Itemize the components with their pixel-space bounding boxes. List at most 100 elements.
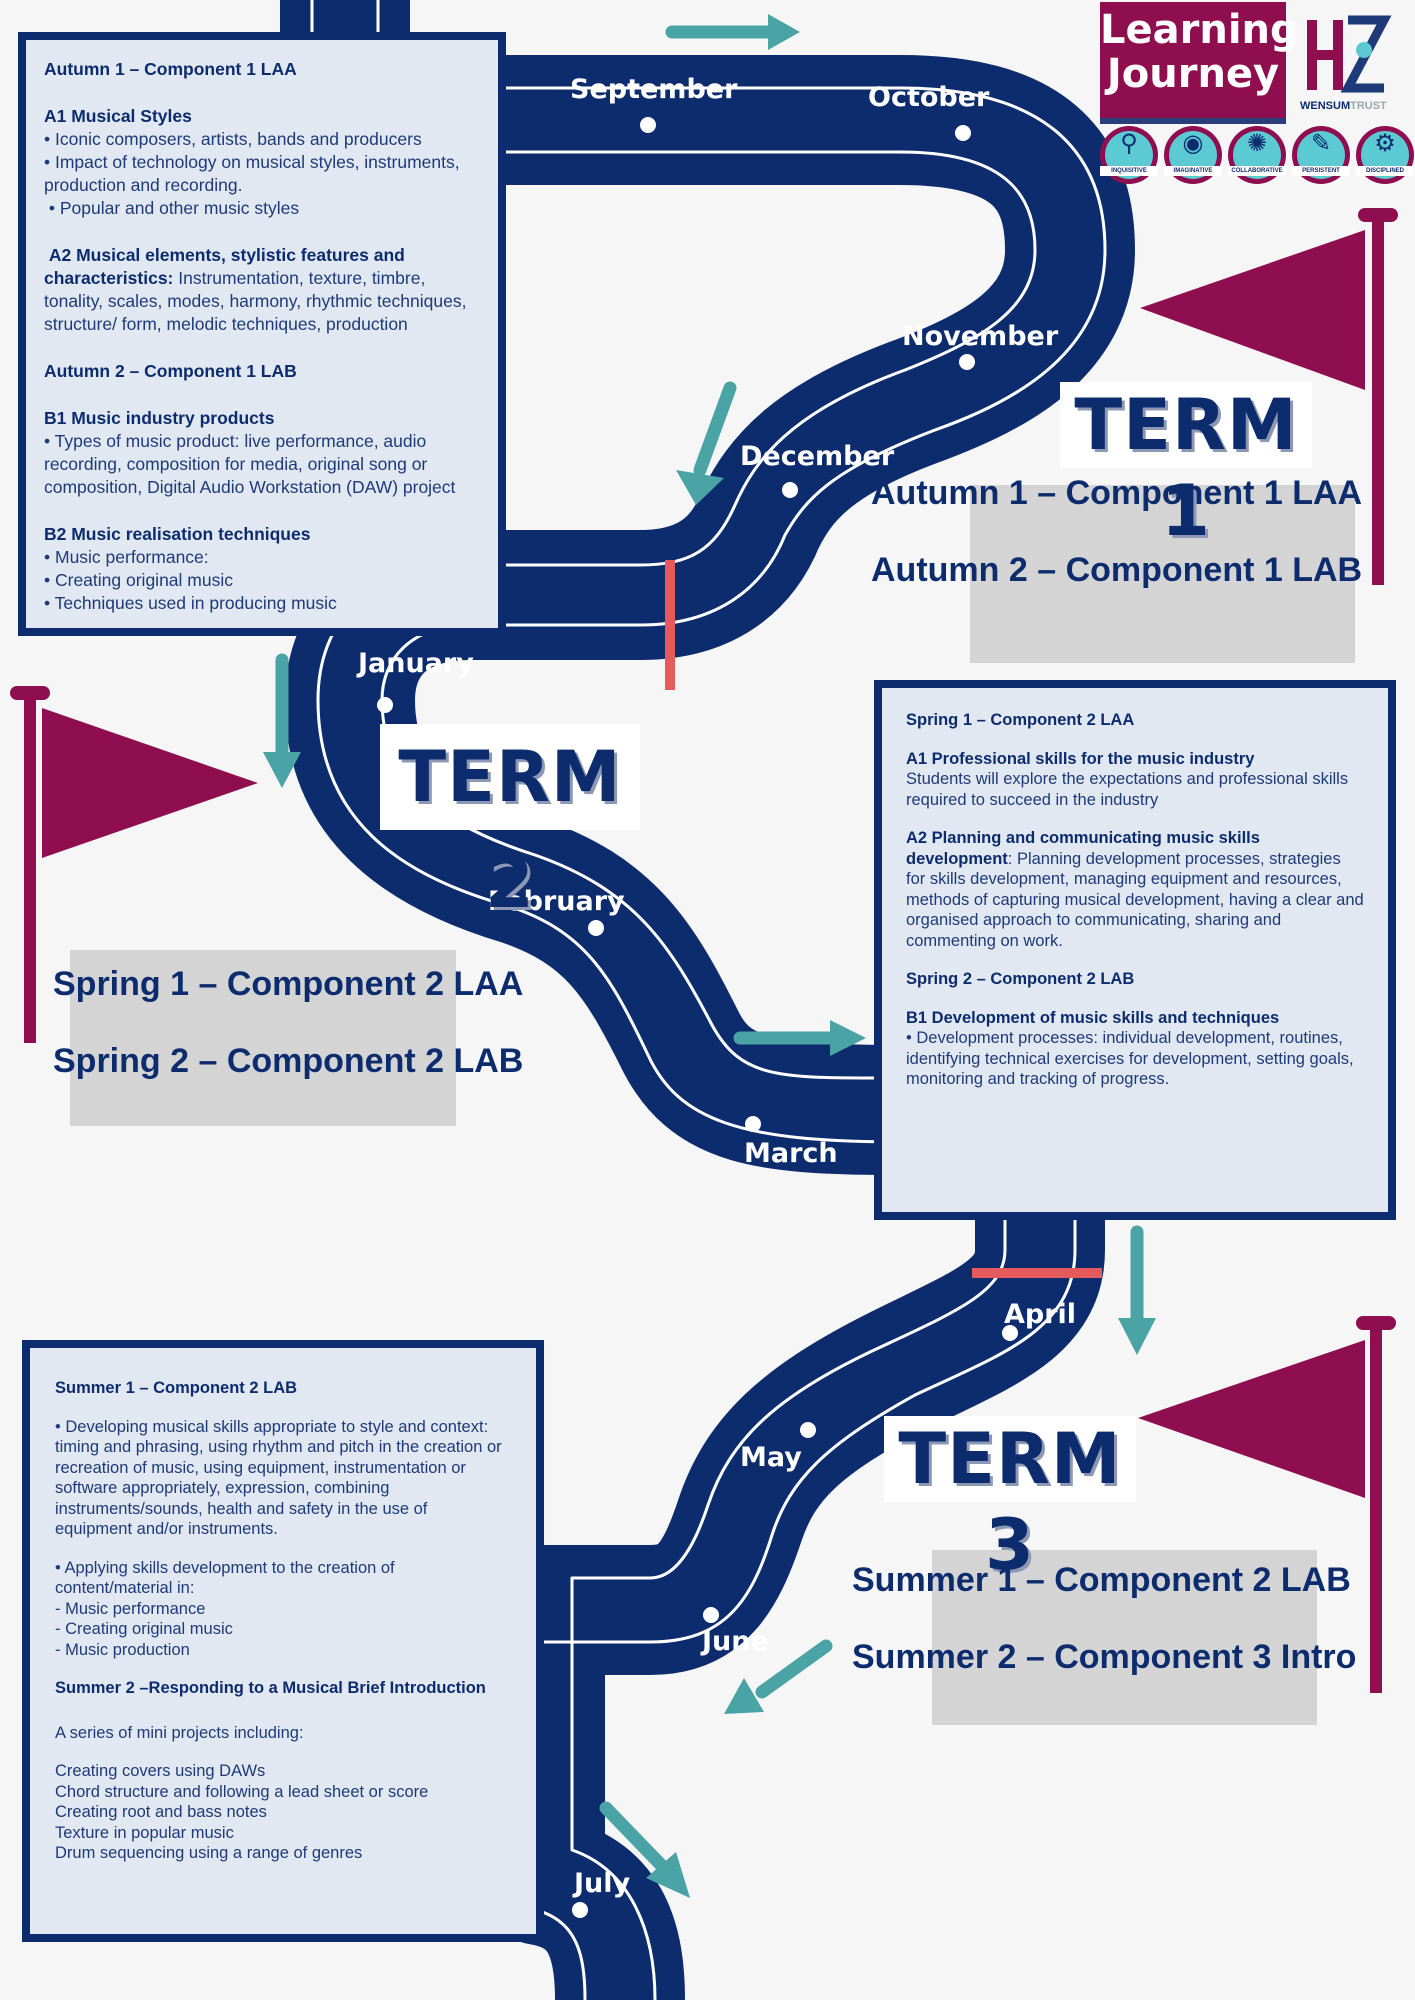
- term-divider-2: [972, 1268, 1102, 1278]
- section-heading: A1 Professional skills for the music ind…: [906, 749, 1255, 768]
- panel-summer: Summer 1 – Component 2 LAB • Developing …: [22, 1340, 544, 1942]
- value-inquisitive: ⚲ INQUISITIVE: [1100, 126, 1158, 184]
- month-label-february: February: [488, 886, 625, 917]
- month-dot-march: [745, 1116, 761, 1132]
- term-3-component-1: Summer 1 – Component 2 LAB: [852, 1561, 1351, 1599]
- value-label: COLLABORATIVE: [1228, 166, 1286, 176]
- section-heading: B1 Music industry products: [44, 408, 275, 428]
- section-text: Students will explore the expectations a…: [906, 770, 1349, 809]
- month-label-october: October: [868, 82, 990, 113]
- arrow-down-left-icon: [676, 381, 737, 505]
- value-label: PERSISTENT: [1292, 166, 1350, 176]
- flag-term-1-icon: [1140, 208, 1398, 585]
- month-label-november: November: [902, 321, 1059, 352]
- panel-spring: Spring 1 – Component 2 LAA A1 Profession…: [874, 680, 1396, 1220]
- term-3-title: TERM 3: [884, 1416, 1136, 1586]
- list-item: Drum sequencing using a range of genres: [55, 1844, 363, 1862]
- month-label-september: September: [570, 74, 738, 105]
- panel-subtitle: Autumn 2 – Component 1 LAB: [44, 361, 297, 381]
- term-3-component-2: Summer 2 – Component 3 Intro: [852, 1638, 1357, 1676]
- value-persistent: ✎ PERSISTENT: [1292, 126, 1350, 184]
- value-imaginative: ◉ IMAGINATIVE: [1164, 126, 1222, 184]
- arrow-down-icon: [263, 653, 301, 788]
- trust-name-suffix: TRUST: [1350, 100, 1387, 112]
- term-divider-1: [665, 560, 675, 690]
- list-item: • Impact of technology on musical styles…: [44, 152, 460, 195]
- term-2-highlight: [70, 950, 456, 1126]
- panel-subtitle: Summer 2 –Responding to a Musical Brief …: [55, 1679, 486, 1697]
- list-item: - Music performance: [55, 1599, 206, 1618]
- panel-title: Summer 1 – Component 2 LAB: [55, 1379, 298, 1397]
- value-label: IMAGINATIVE: [1164, 166, 1222, 176]
- group-icon: ✺: [1246, 130, 1268, 157]
- month-label-may: May: [740, 1442, 802, 1473]
- arrow-down-left-icon: [724, 1639, 833, 1714]
- panel-title: Autumn 1 – Component 1 LAA: [44, 59, 297, 79]
- value-label: DISCIPLINED: [1356, 166, 1414, 176]
- section-a2: A2 Musical elements, stylistic features …: [44, 244, 486, 336]
- month-label-march: March: [744, 1138, 838, 1169]
- magnifier-icon: ⚲: [1120, 130, 1138, 157]
- month-dot-october: [955, 125, 971, 141]
- learning-journey-logo: Learning Journey: [1100, 2, 1299, 124]
- arrow-right-icon: [733, 1020, 866, 1056]
- flag-term-2-icon: [10, 686, 258, 1043]
- value-collaborative: ✺ COLLABORATIVE: [1228, 126, 1286, 184]
- flag-term-3-icon: [1138, 1316, 1396, 1693]
- month-dot-january: [377, 697, 393, 713]
- logo-line-2: Journey: [1106, 51, 1280, 97]
- month-dot-february: [588, 920, 604, 936]
- panel-title: Spring 1 – Component 2 LAA: [906, 711, 1135, 729]
- head-gears-icon: ⚙: [1374, 130, 1396, 157]
- list-item: • Creating original music: [44, 570, 233, 590]
- logo-line-1: Learning: [1100, 7, 1299, 53]
- term-1-highlight: [970, 485, 1355, 663]
- pencil-paper-icon: ✎: [1310, 130, 1332, 157]
- section-heading: A2 Musical elements, stylistic features …: [44, 245, 410, 288]
- list-item: Texture in popular music: [55, 1823, 234, 1842]
- term-1-component-2: Autumn 2 – Component 1 LAB: [871, 551, 1363, 589]
- month-label-april: April: [1004, 1299, 1076, 1330]
- section-text: • Applying skills development to the cre…: [55, 1558, 395, 1598]
- trust-name-main: WENSUM: [1300, 100, 1351, 112]
- arrow-down-icon: [1118, 1225, 1156, 1355]
- month-label-july: July: [572, 1868, 631, 1899]
- section-heading: B1 Development of music skills and techn…: [906, 1008, 1280, 1027]
- arrow-down-right-icon: [599, 1801, 690, 1898]
- section-a2: A2 Planning and communicating music skil…: [906, 828, 1364, 951]
- month-dot-september: [640, 117, 656, 133]
- list-item: Creating covers using DAWs: [55, 1762, 266, 1780]
- value-label: INQUISITIVE: [1100, 166, 1158, 176]
- section-text: • Developing musical skills appropriate …: [55, 1417, 502, 1539]
- list-item: • Iconic composers, artists, bands and p…: [44, 129, 422, 149]
- month-dot-june: [703, 1607, 719, 1623]
- list-item: • Techniques used in producing music: [44, 593, 337, 613]
- lightbulb-head-icon: ◉: [1182, 130, 1204, 157]
- month-dot-december: [782, 482, 798, 498]
- list-item: - Creating original music: [55, 1620, 233, 1638]
- section-heading: A2 Planning and communicating music skil…: [906, 829, 1260, 868]
- road-lane-left: [310, 0, 1037, 2000]
- section-text: A series of mini projects including:: [55, 1723, 304, 1742]
- month-dot-may: [800, 1422, 816, 1438]
- term-2-component-2: Spring 2 – Component 2 LAB: [53, 1042, 524, 1080]
- trust-logo-icon: [1304, 12, 1392, 96]
- list-item: • Music performance:: [44, 547, 209, 567]
- panel-autumn: Autumn 1 – Component 1 LAA A1 Musical St…: [18, 32, 506, 636]
- section-heading: A1 Musical Styles: [44, 106, 192, 126]
- list-item: • Popular and other music styles: [44, 198, 300, 218]
- month-label-june: June: [700, 1626, 769, 1657]
- section-text: Instrumentation, texture, timbre, tonali…: [44, 268, 467, 334]
- trust-name: WENSUMTRUST: [1300, 100, 1387, 112]
- term-2-title: TERM 2: [380, 724, 640, 924]
- value-disciplined: ⚙ DISCIPLINED: [1356, 126, 1414, 184]
- road-body: [280, 0, 1135, 2000]
- section-text: • Development processes: individual deve…: [906, 1029, 1354, 1088]
- term-1-component-1: Autumn 1 – Component 1 LAA: [871, 474, 1363, 512]
- term-2-component-1: Spring 1 – Component 2 LAA: [53, 965, 524, 1003]
- list-item: Chord structure and following a lead she…: [55, 1782, 429, 1801]
- list-item: Creating root and bass notes: [55, 1803, 267, 1821]
- month-label-january: January: [356, 648, 474, 679]
- month-dot-november: [959, 354, 975, 370]
